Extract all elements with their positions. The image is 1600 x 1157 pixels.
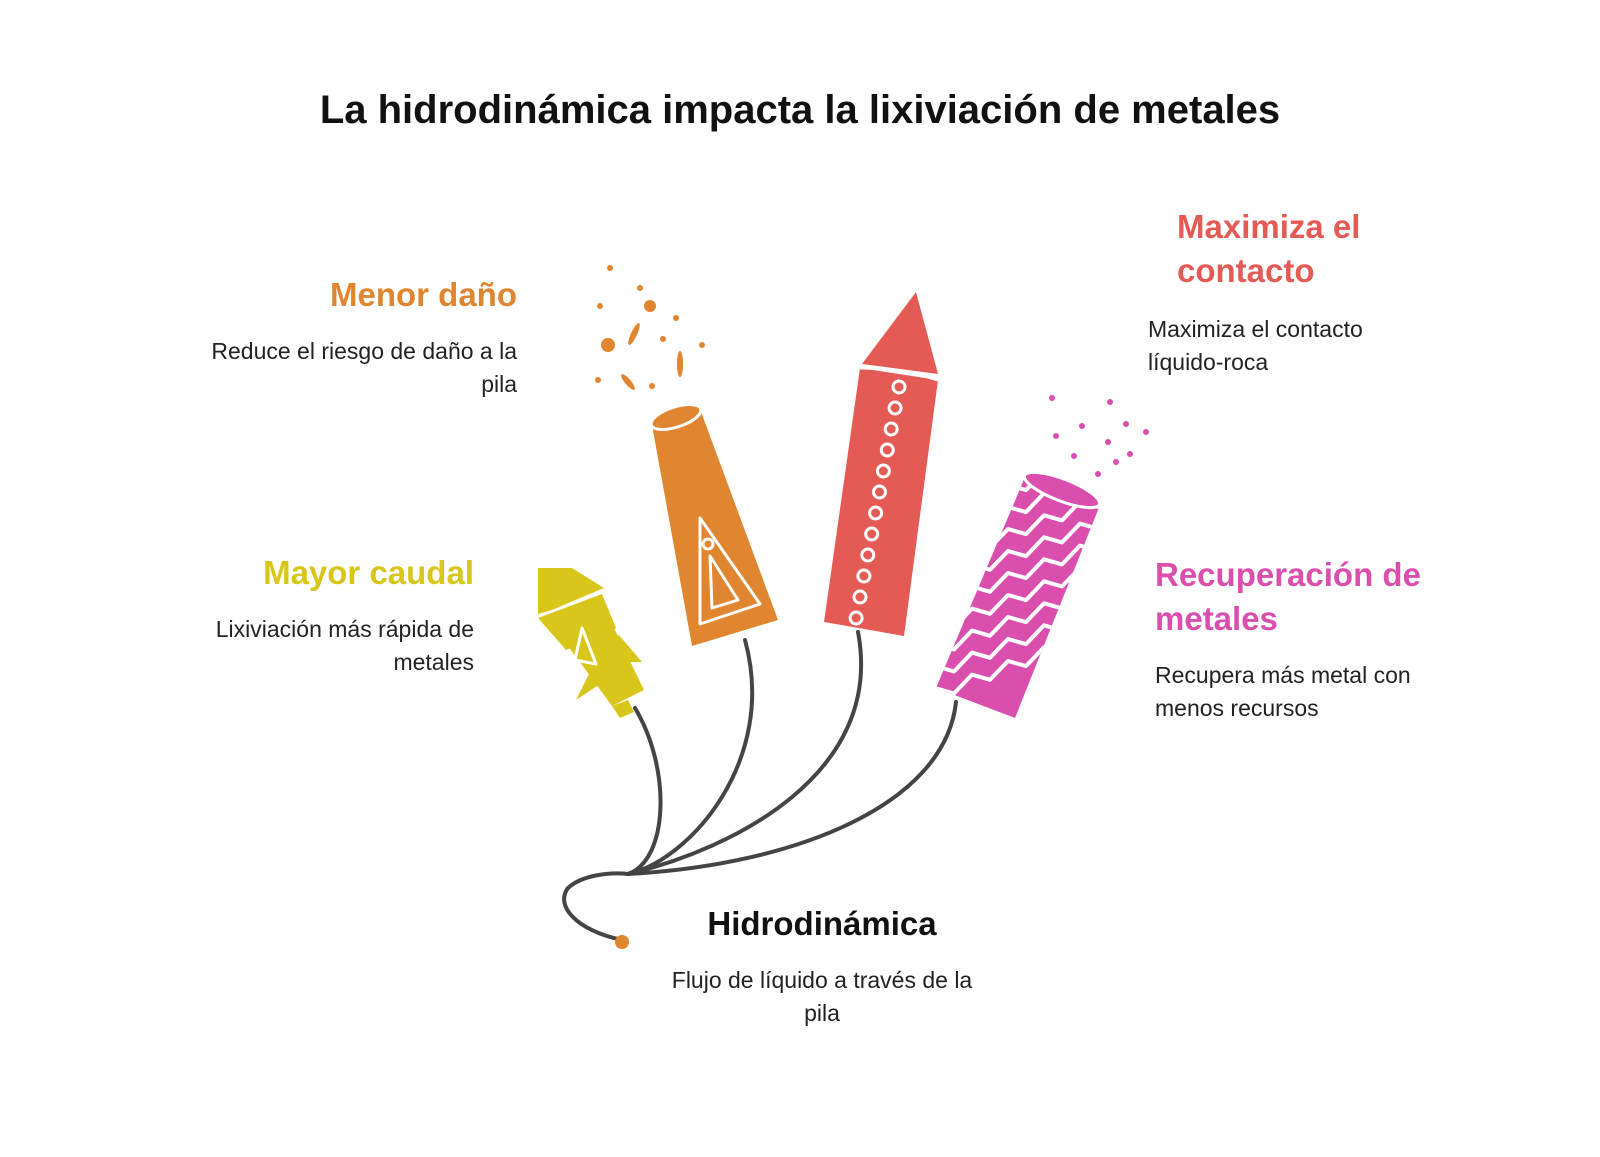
fuse-main [562,871,630,942]
item-description: Recupera más metal con menos recursos [1155,662,1411,721]
fuse-yellow [626,706,663,876]
rocket-red-icon [824,292,939,636]
item-heading: Maximiza el contacto [1177,208,1361,289]
label-maximiza-contacto: Maximiza el contacto [1177,205,1417,293]
item-description: Maximiza el contacto líquido-roca [1148,316,1363,375]
fuse-pink [626,700,958,876]
label-recuperacion-metales: Recuperación de metales Recupera más met… [1155,553,1485,725]
rocket-dot [868,505,884,521]
firework-pink-icon [936,470,1102,718]
pink-sparks [1049,395,1149,477]
rocket-dot [852,589,868,605]
item-description: Reduce el riesgo de daño a la pila [211,338,517,397]
fuse-orange [626,638,755,876]
fuse-red [626,630,863,876]
label-hidrodinamica: Hidrodinámica Flujo de líquido a través … [652,902,992,1030]
fuse-lines [562,630,958,942]
rocket-dot [864,526,880,542]
label-menor-dano: Menor daño Reduce el riesgo de daño a la… [177,273,517,401]
zigzag-stripe [936,508,1100,600]
center-description: Flujo de líquido a través de la pila [671,967,973,1026]
label-maximiza-contacto-desc: Maximiza el contacto líquido-roca [1148,313,1428,379]
rocket-dot [879,442,895,458]
item-description: Lixiviación más rápida de metales [215,616,474,675]
zigzag-stripe [936,530,1100,622]
item-heading: Mayor caudal [263,554,474,591]
fuse-spark-icon [615,935,629,949]
rocket-dot [848,610,864,626]
center-heading: Hidrodinámica [707,905,937,942]
firework-orange-icon [649,403,778,646]
rocket-dot [891,379,907,395]
label-mayor-caudal: Mayor caudal Lixiviación más rápida de m… [154,551,474,679]
rocket-dot [872,484,887,500]
rocket-dot [887,400,903,416]
orange-sparks [595,265,705,390]
rocket-dot [860,547,876,563]
page-title: La hidrodinámica impacta la lixiviación … [319,88,1281,132]
item-heading: Recuperación de metales [1155,556,1421,637]
rocket-dot [856,568,872,584]
rocket-yellow-icon [538,568,644,718]
red-rocket-dots [848,379,907,626]
rocket-dot [883,421,899,437]
item-heading: Menor daño [330,276,517,313]
rocket-dot [875,463,891,479]
